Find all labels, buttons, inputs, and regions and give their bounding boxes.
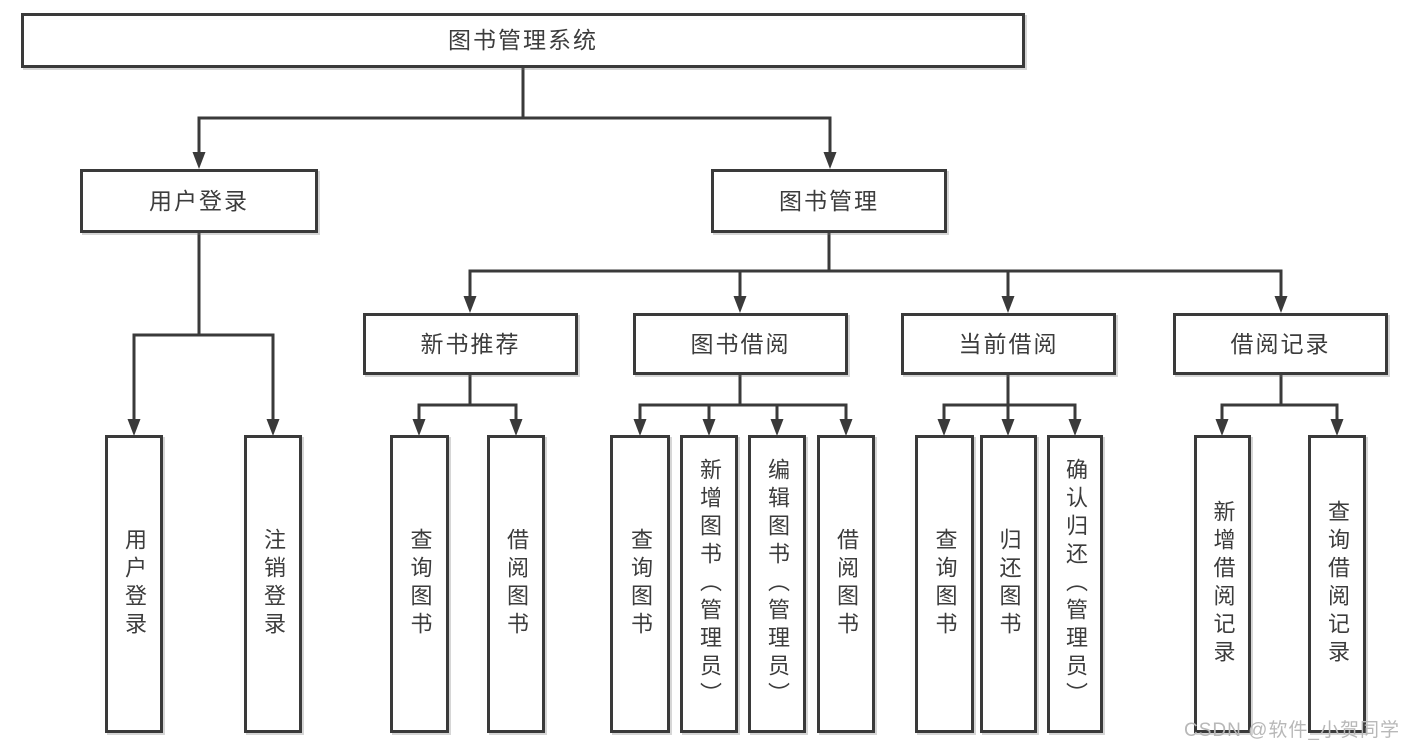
leaf-br-query-record: 查询借阅记录 <box>1308 435 1366 733</box>
leaf-cb-return-book: 归还图书 <box>980 435 1037 733</box>
leaf-br-add-record-label: 新增借阅记录 <box>1210 500 1236 668</box>
node-root: 图书管理系统 <box>21 13 1025 68</box>
leaf-logout-label: 注销登录 <box>261 528 286 640</box>
leaf-bb-borrow-book: 借阅图书 <box>817 435 875 733</box>
leaf-bb-edit-book-label: 编辑图书（管理员） <box>765 458 790 710</box>
leaf-rec-query-book-label: 查询图书 <box>407 528 433 640</box>
leaf-rec-query-book: 查询图书 <box>390 435 449 733</box>
node-new-book-rec-label: 新书推荐 <box>420 330 521 357</box>
leaf-cb-confirm-return-label: 确认归还（管理员） <box>1063 458 1088 710</box>
node-book-borrow-label: 图书借阅 <box>690 330 791 357</box>
leaf-bb-query-book-label: 查询图书 <box>628 528 653 640</box>
node-user-login-label: 用户登录 <box>149 187 249 214</box>
leaf-cb-query-book: 查询图书 <box>915 435 974 733</box>
node-borrow-records-label: 借阅记录 <box>1230 330 1331 357</box>
node-new-book-rec: 新书推荐 <box>363 313 578 375</box>
leaf-bb-add-book-label: 新增图书（管理员） <box>697 458 722 710</box>
arrowheads <box>127 152 1344 436</box>
leaf-logout: 注销登录 <box>244 435 302 733</box>
watermark: CSDN @软件_小贺同学 <box>1184 720 1400 741</box>
leaf-br-add-record: 新增借阅记录 <box>1194 435 1251 733</box>
leaf-bb-borrow-book-label: 借阅图书 <box>834 528 859 640</box>
leaf-rec-borrow-book: 借阅图书 <box>487 435 545 733</box>
leaf-user-login: 用户登录 <box>105 435 163 733</box>
leaf-bb-query-book: 查询图书 <box>610 435 670 733</box>
node-book-mgmt-label: 图书管理 <box>779 187 879 214</box>
node-borrow-records: 借阅记录 <box>1173 313 1388 375</box>
node-root-label: 图书管理系统 <box>448 27 598 53</box>
leaf-cb-confirm-return: 确认归还（管理员） <box>1047 435 1103 733</box>
leaf-br-query-record-label: 查询借阅记录 <box>1325 500 1350 668</box>
node-book-borrow: 图书借阅 <box>633 313 848 375</box>
node-current-borrow: 当前借阅 <box>901 313 1116 375</box>
leaf-cb-query-book-label: 查询图书 <box>932 528 958 640</box>
node-book-mgmt: 图书管理 <box>711 169 947 233</box>
leaf-cb-return-book-label: 归还图书 <box>996 528 1022 640</box>
leaf-rec-borrow-book-label: 借阅图书 <box>504 528 529 640</box>
node-user-login: 用户登录 <box>80 169 318 233</box>
leaf-user-login-label: 用户登录 <box>122 528 147 640</box>
leaf-bb-edit-book: 编辑图书（管理员） <box>748 435 806 733</box>
node-current-borrow-label: 当前借阅 <box>958 330 1059 357</box>
leaf-bb-add-book: 新增图书（管理员） <box>680 435 738 733</box>
